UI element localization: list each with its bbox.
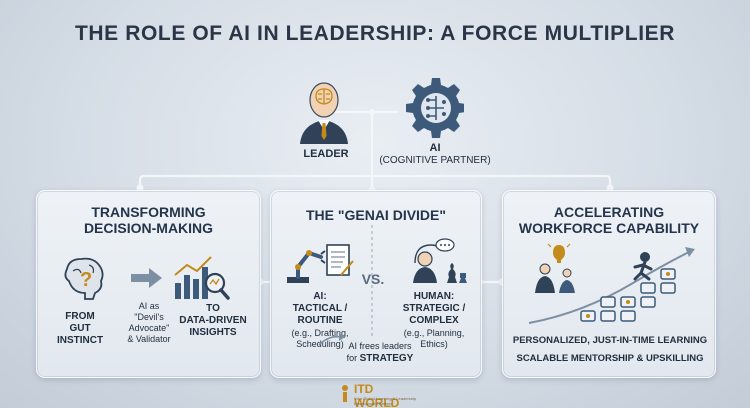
frees-strategy: STRATEGY	[359, 353, 414, 364]
to-line2: DATA-DRIVEN	[179, 315, 247, 326]
leader-label: LEADER	[303, 148, 349, 160]
svg-text:?: ?	[80, 269, 92, 291]
ai-label: AI	[429, 142, 441, 154]
panel-genai-divide: THE "GENAI DIVIDE" VS. AI: TACTICAL / RO…	[270, 190, 482, 378]
ai-sublabel: (COGNITIVE PARTNER)	[379, 155, 491, 166]
ai-tactical-line2: TACTICAL /	[292, 303, 348, 314]
divider-line	[371, 225, 373, 337]
frees-for: for	[346, 353, 360, 363]
logo-mark-icon	[342, 385, 348, 402]
frees-line1: AI frees leaders	[348, 341, 412, 351]
panel-title-line1: TRANSFORMING	[91, 204, 206, 220]
panel-title-line2: WORKFORCE CAPABILITY	[518, 220, 700, 236]
robot-arm-document-icon	[287, 244, 354, 283]
learning-line: PERSONALIZED, JUST-IN-TIME LEARNING	[512, 335, 708, 346]
ai-as-line1: AI as	[138, 301, 160, 311]
panel-workforce-capability: ACCELERATING WORKFORCE CAPABILITY PERSON…	[502, 190, 716, 378]
vs-label: VS.	[361, 271, 385, 287]
panel-decision-making: TRANSFORMING DECISION-MAKING ? FROM GUT …	[36, 190, 261, 378]
human-chess-icon	[413, 238, 467, 283]
human-strategic-line4: (e.g., Planning,	[403, 328, 465, 338]
human-strategic-line3: COMPLEX	[409, 315, 459, 326]
ai-tactical-line4: (e.g., Drafting,	[291, 328, 349, 338]
panel-title-line1: ACCELERATING	[553, 204, 665, 220]
leader-icon	[300, 82, 348, 144]
frees-line2: for STRATEGY	[335, 353, 425, 364]
ai-tactical-line1: AI:	[313, 291, 327, 302]
curved-arrow-icon	[318, 333, 345, 346]
to-line3: INSIGHTS	[189, 327, 237, 338]
ai-as-line2: "Devil's	[134, 312, 164, 322]
ai-as-line4: & Validator	[127, 334, 171, 344]
ai-as-line3: Advocate"	[128, 323, 170, 333]
panel-title-line2: DECISION-MAKING	[83, 220, 214, 236]
growth-staircase-icon	[528, 243, 695, 324]
human-strategic-line1: HUMAN:	[413, 291, 455, 302]
from-line1: FROM	[65, 311, 95, 322]
from-line2: GUT	[69, 323, 91, 334]
human-strategic-line2: STRATEGIC /	[402, 303, 466, 314]
brain-question-icon: ?	[64, 257, 104, 300]
panel-title-genai: THE "GENAI DIVIDE"	[305, 207, 447, 223]
page-title: THE ROLE OF AI IN LEADERSHIP: A FORCE MU…	[74, 22, 676, 45]
ai-gear-icon	[406, 78, 464, 138]
from-line3: INSTINCT	[56, 335, 104, 346]
mentorship-line: SCALABLE MENTORSHIP & UPSKILLING	[516, 353, 704, 364]
data-chart-icon	[174, 256, 230, 300]
logo-main-text: ITD WORLD	[354, 382, 400, 408]
logo-sub-text: Your Global Learning & Leadership Develo…	[354, 396, 417, 406]
arrow-right-icon	[131, 268, 162, 288]
to-line1: TO	[206, 303, 220, 314]
ai-tactical-line3: ROUTINE	[297, 315, 343, 326]
itd-world-logo: ITD WORLD Your Global Learning & Leaders…	[338, 382, 416, 408]
human-strategic-line5: Ethics)	[420, 339, 448, 349]
